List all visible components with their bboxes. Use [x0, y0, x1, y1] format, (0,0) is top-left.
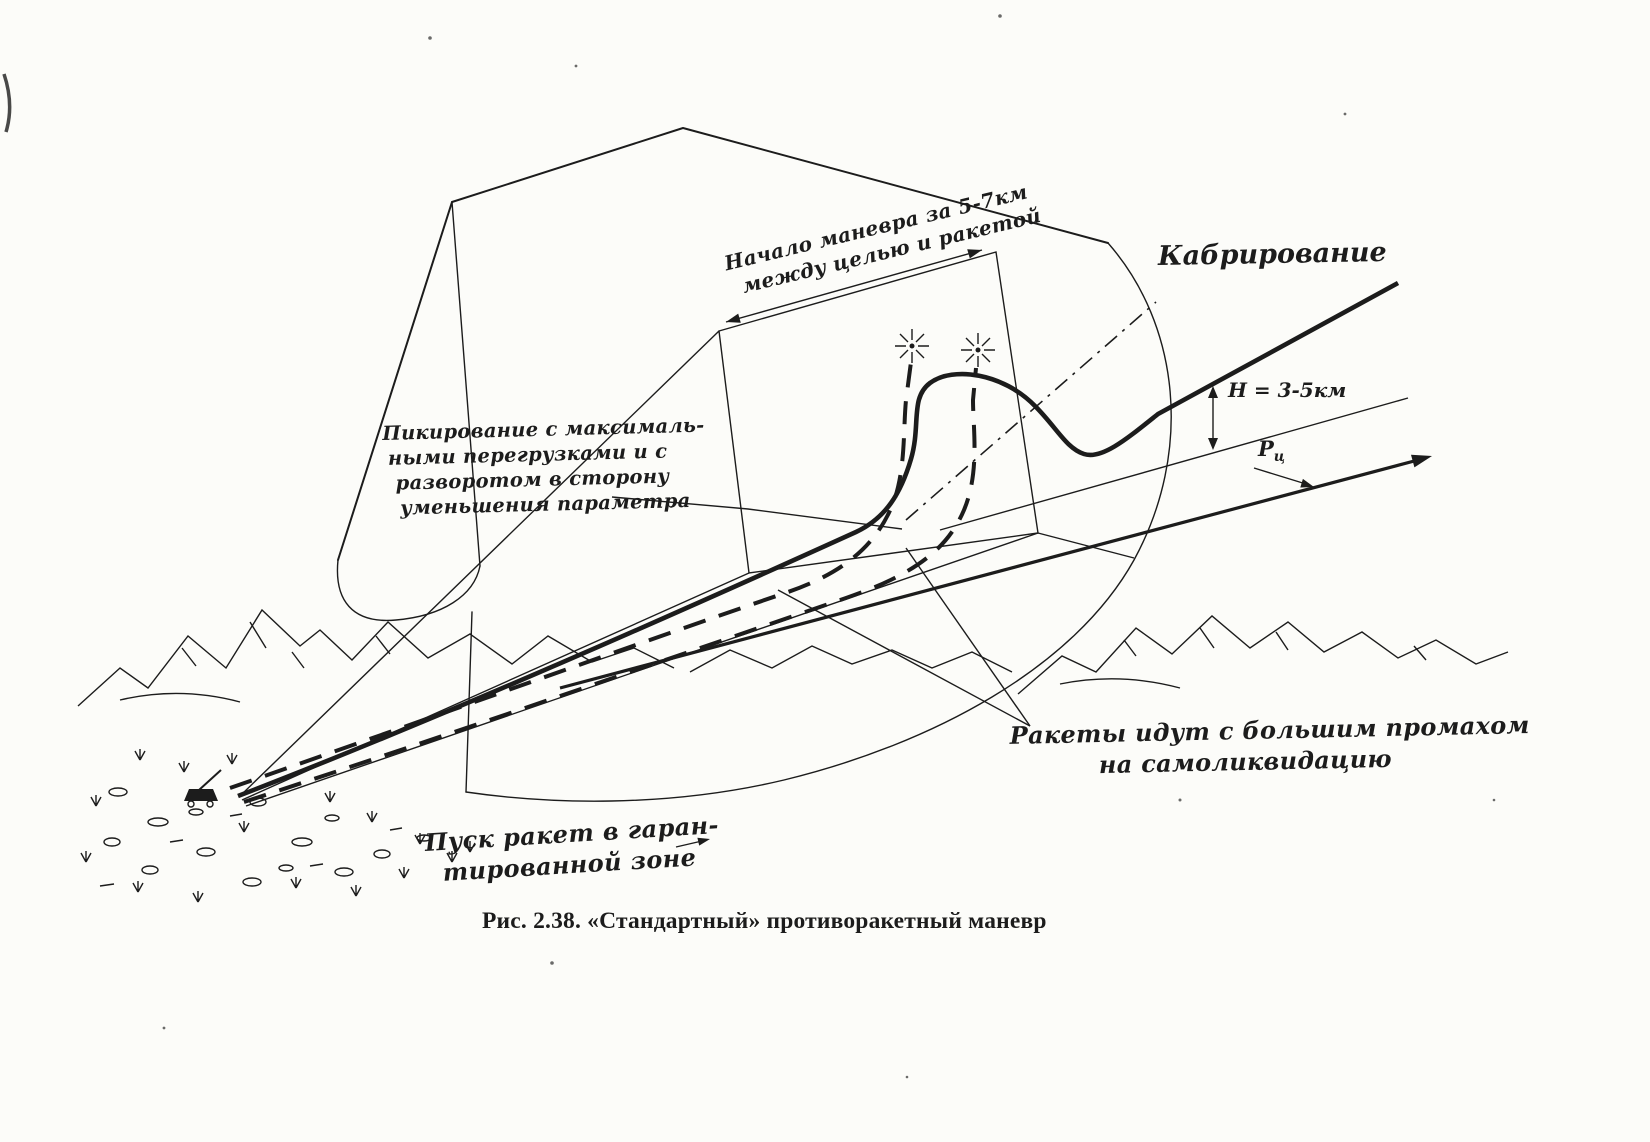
parameter-arrow — [1253, 467, 1314, 488]
dashdot-line — [905, 301, 1157, 521]
leader-line-dive — [611, 496, 903, 530]
label-missiles-selfdestruct: Ракеты идут с большим промахом на самоли… — [1009, 710, 1529, 782]
target-window-frame — [718, 251, 1135, 574]
explosion-icon-1 — [895, 329, 929, 363]
figure-caption: Рис. 2.38. «Стандартный» противоракетный… — [482, 908, 1047, 935]
flightpath-arrow — [559, 454, 1432, 690]
label-altitude: Н = 3-5км — [1228, 378, 1347, 402]
aircraft-trajectory — [237, 280, 1400, 799]
leader-arrow-launch — [675, 837, 710, 848]
label-lateral-parameter-symbol: Р — [1258, 436, 1274, 461]
altitude-reference-line — [939, 397, 1409, 531]
leader-line-missiles-1 — [777, 589, 1031, 727]
label-pullup: Кабрирование — [1157, 237, 1387, 272]
altitude-arrow — [1208, 386, 1218, 450]
label-dive: Пикирование с максималь- ными перегрузка… — [382, 414, 707, 522]
figure-caption-number: Рис. 2.38. — [482, 908, 582, 934]
terrain-scatter — [80, 749, 476, 903]
label-lateral-parameter: Рц — [1258, 436, 1285, 467]
leader-line-missiles-2 — [905, 547, 1031, 727]
missile-trajectory-1 — [229, 361, 913, 790]
scan-specks — [2, 14, 1496, 1079]
label-lateral-parameter-subscript: ц — [1273, 449, 1286, 466]
missile-trajectory-2 — [243, 367, 978, 804]
mountain-range-center — [689, 645, 1013, 673]
explosion-icon-2 — [961, 333, 995, 367]
range-arrow — [725, 249, 983, 323]
sam-launcher-icon — [184, 769, 222, 808]
mountain-range-right — [1017, 615, 1509, 695]
mountain-range-left — [77, 608, 675, 707]
figure-caption-title: «Стандартный» противоракетный маневр — [587, 908, 1047, 934]
